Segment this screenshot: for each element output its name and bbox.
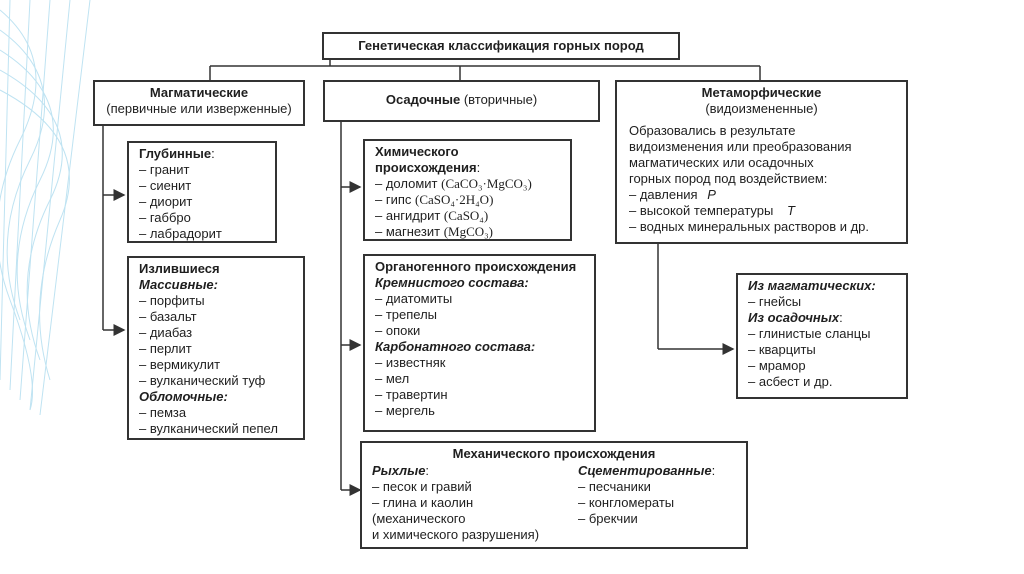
- loose-column: Рыхлые: – песок и гравий – глина и каоли…: [372, 463, 540, 542]
- list-item: – известняк: [375, 355, 446, 370]
- magmatic-title: Магматические: [149, 85, 249, 100]
- massive-title: Массивные: [139, 277, 214, 292]
- mineral-name: – ангидрит: [375, 208, 441, 223]
- list-item: – глина и каолин: [372, 495, 474, 510]
- siliceous-title: Кремнистого состава: [375, 275, 525, 290]
- sedimentary-subtitle: (вторичные): [463, 92, 538, 107]
- list-item: – ангидрит (CaSO₄): [375, 208, 560, 224]
- clastic-title: Обломочные: [139, 389, 224, 404]
- list-item: – травертин: [375, 387, 448, 402]
- list-item: – мергель: [375, 403, 435, 418]
- metamorphic-subtitle: (видоизмененные): [705, 101, 818, 116]
- factor-text: – давления: [629, 187, 698, 202]
- mineral-formula: (MgCO₃): [443, 224, 493, 239]
- metamorphic-desc-line: горных пород под воздействием:: [629, 171, 828, 186]
- metamorphic-desc-line: магматических или осадочных: [629, 155, 814, 170]
- factor-symbol: P: [707, 187, 716, 202]
- chemical-origin-box: Химического происхождения: – доломит (Ca…: [363, 139, 572, 241]
- list-item: – магнезит (MgCO₃): [375, 224, 560, 240]
- list-item: и химического разрушения): [372, 527, 540, 542]
- list-item: – габбро: [139, 210, 191, 225]
- organogenic-title: Органогенного происхождения: [375, 259, 577, 274]
- factor-text: – высокой температуры: [629, 203, 774, 218]
- mineral-formula: (CaCO₃·MgCO₃): [441, 176, 532, 191]
- factor-item: – давления P: [629, 187, 894, 203]
- list-item: – диабаз: [139, 325, 193, 340]
- list-item: – базальт: [139, 309, 197, 324]
- list-item: – доломит (CaCO₃·MgCO₃): [375, 176, 560, 192]
- metamorphic-box: Метаморфические (видоизмененные) Образов…: [615, 80, 908, 244]
- list-item: – гнейсы: [748, 294, 802, 309]
- deep-rocks-box: Глубинные: – гранит – сиенит – диорит – …: [127, 141, 277, 243]
- from-sedimentary-title: Из осадочных: [748, 310, 840, 325]
- magmatic-box: Магматические (первичные или изверженные…: [93, 80, 305, 126]
- chemical-title: Химического: [375, 144, 459, 159]
- sedimentary-title: Осадочные: [385, 92, 461, 107]
- organogenic-origin-box: Органогенного происхождения Кремнистого …: [363, 254, 596, 432]
- effusive-title: Излившиеся: [139, 261, 220, 276]
- metamorphic-title: Метаморфические: [701, 85, 822, 100]
- from-magmatic-title: Из магматических: [748, 278, 872, 293]
- mechanical-title: Механического происхождения: [452, 446, 656, 461]
- list-item: – песчаники: [578, 479, 651, 494]
- metamorphic-desc-line: видоизменения или преобразования: [629, 139, 852, 154]
- list-item: – порфиты: [139, 293, 205, 308]
- list-item: – мел: [375, 371, 410, 386]
- metamorphic-origin-box: Из магматических: – гнейсы Из осадочных:…: [736, 273, 908, 399]
- factor-item: – высокой температуры T: [629, 203, 894, 219]
- list-item: – вулканический пепел: [139, 421, 278, 436]
- list-item: – асбест и др.: [748, 374, 833, 389]
- list-item: – пемза: [139, 405, 187, 420]
- carbonate-title: Карбонатного состава: [375, 339, 531, 354]
- list-item: – сиенит: [139, 178, 192, 193]
- factor-symbol: T: [786, 203, 795, 218]
- mechanical-origin-box: Механического происхождения Рыхлые: – пе…: [360, 441, 748, 549]
- list-item: – гипс (CaSO₄·2H₄O): [375, 192, 560, 208]
- mineral-name: – доломит: [375, 176, 438, 191]
- mineral-formula: (CaSO₄): [443, 208, 489, 223]
- mineral-name: – гипс: [375, 192, 412, 207]
- classification-title-box: Генетическая классификация горных пород: [322, 32, 680, 60]
- list-item: – вермикулит: [139, 357, 221, 372]
- classification-title: Генетическая классификация горных пород: [358, 38, 644, 53]
- list-item: – глинистые сланцы: [748, 326, 871, 341]
- cemented-title: Сцементированные: [578, 463, 712, 478]
- metamorphic-desc-line: Образовались в результате: [629, 123, 796, 138]
- list-item: – мрамор: [748, 358, 806, 373]
- cemented-column: Сцементированные: – песчаники – конгломе…: [578, 463, 716, 526]
- list-item: – перлит: [139, 341, 192, 356]
- list-item: – конгломераты: [578, 495, 675, 510]
- mineral-formula: (CaSO₄·2H₄O): [415, 192, 494, 207]
- list-item: – вулканический туф: [139, 373, 266, 388]
- factor-item: – водных минеральных растворов и др.: [629, 219, 894, 235]
- list-item: – диатомиты: [375, 291, 453, 306]
- deep-rocks-title: Глубинные: [139, 146, 212, 161]
- list-item: – опоки: [375, 323, 421, 338]
- list-item: – песок и гравий: [372, 479, 472, 494]
- sedimentary-box: Осадочные (вторичные): [323, 80, 600, 122]
- chemical-title: происхождения: [375, 160, 477, 175]
- mineral-name: – магнезит: [375, 224, 441, 239]
- list-item: – гранит: [139, 162, 190, 177]
- decorative-wireframe: [0, 0, 91, 416]
- effusive-rocks-box: Излившиеся Массивные: – порфиты – базаль…: [127, 256, 305, 440]
- list-item: – брекчии: [578, 511, 638, 526]
- factor-text: – водных минеральных растворов и др.: [629, 219, 870, 234]
- list-item: – кварциты: [748, 342, 816, 357]
- list-item: – трепелы: [375, 307, 438, 322]
- list-item: – диорит: [139, 194, 193, 209]
- loose-title: Рыхлые: [372, 463, 426, 478]
- list-item: – лабрадорит: [139, 226, 222, 241]
- list-item: (механического: [372, 511, 466, 526]
- magmatic-subtitle: (первичные или изверженные): [106, 101, 292, 116]
